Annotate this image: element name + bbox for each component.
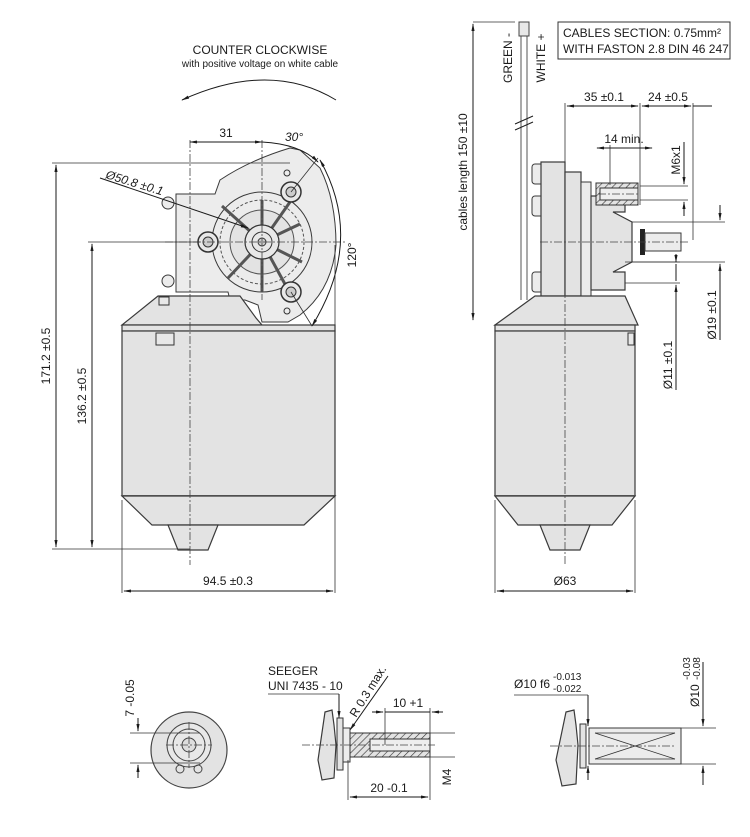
detail-plain-shaft: Ø10 f6 -0.013 -0.022 Ø10 -0.03 -0.08: [514, 657, 716, 787]
output-boss: [590, 195, 633, 291]
cable-label-white: WHITE +: [534, 33, 548, 82]
dim-thread-m4: M4: [440, 768, 454, 785]
rotation-arrow-icon: [181, 79, 337, 101]
dim-flat: 7 -0.05: [123, 679, 137, 717]
shaft-collar-plain: [555, 709, 579, 787]
dim-diam-lower: -0.08: [692, 657, 703, 680]
seeger-label-1: SEEGER: [268, 664, 318, 678]
dim-width: 94.5 ±0.3: [203, 574, 253, 588]
radius-label: R 0.3 max.: [347, 663, 390, 720]
motor-adapter: [120, 295, 264, 326]
dim-flange-to-shaft: 35 ±0.1: [584, 90, 624, 104]
dim-shaft-length-detail: 20 -0.1: [370, 781, 408, 795]
dim-diameter-plain: Ø10: [688, 684, 702, 707]
seeger-label-2: UNI 7435 - 10: [268, 679, 343, 693]
cables-note-line2: WITH FASTON 2.8 DIN 46 247: [563, 42, 729, 56]
dim-shaft-height: 136.2 ±0.5: [75, 367, 89, 424]
dim-fit-lower: -0.022: [553, 684, 582, 695]
dim-hub-diameter: Ø11 ±0.1: [661, 340, 675, 389]
dim-fit: Ø10 f6: [514, 677, 550, 691]
motor-tab: [155, 332, 175, 346]
seeger-ring: [336, 717, 344, 771]
cables-note-line1: CABLES SECTION: 0.75mm²: [563, 26, 721, 40]
motor-adapter-side: [493, 295, 639, 326]
dim-bolt-circle: Ø50.8 ±0.1: [103, 167, 165, 198]
motor-flange: [121, 324, 336, 332]
dim-angle-mount: 120°: [345, 242, 359, 267]
motor-endcap-tip: [167, 524, 219, 551]
detail-threaded-shaft: SEEGER UNI 7435 - 10 R 0.3 max. 10 +1 20…: [268, 663, 455, 800]
dim-thread-depth: 14 min.: [604, 132, 643, 146]
front-view: COUNTER CLOCKWISE with positive voltage …: [39, 43, 359, 593]
cable-label-green: GREEN -: [501, 33, 515, 83]
motor-body: [121, 330, 336, 497]
motor-endcap: [120, 495, 337, 526]
mount-ear: [161, 274, 175, 288]
gearbox-cover: [564, 171, 582, 297]
dim-cable-length: cables length 150 ±10: [456, 113, 470, 231]
dim-thread-depth-detail: 10 +1: [393, 696, 424, 710]
dim-total-height: 171.2 ±0.5: [39, 327, 53, 384]
dim-angle-top: 30°: [285, 130, 303, 144]
faston-connector: [518, 21, 530, 37]
gearbox-side: [540, 161, 566, 297]
rotation-title: COUNTER CLOCKWISE: [193, 43, 328, 57]
cables-note-box: [557, 21, 731, 60]
detail-end-view: 7 -0.05: [123, 679, 228, 789]
dim-thread: M6x1: [669, 145, 683, 175]
dim-motor-diameter: Ø63: [554, 574, 577, 588]
dim-offset: 31: [219, 126, 233, 140]
rotation-subtitle: with positive voltage on white cable: [181, 59, 339, 70]
mount-ear: [161, 196, 175, 210]
dim-shaft-length: 24 ±0.5: [648, 90, 688, 104]
dim-fit-upper: -0.013: [553, 672, 582, 683]
side-view: GREEN - WHITE + CABLES SECTION: 0.75mm² …: [456, 21, 731, 593]
dim-diam-upper: -0.03: [682, 657, 693, 680]
screw-head: [158, 296, 170, 306]
dim-boss-diameter: Ø19 ±0.1: [705, 290, 719, 340]
